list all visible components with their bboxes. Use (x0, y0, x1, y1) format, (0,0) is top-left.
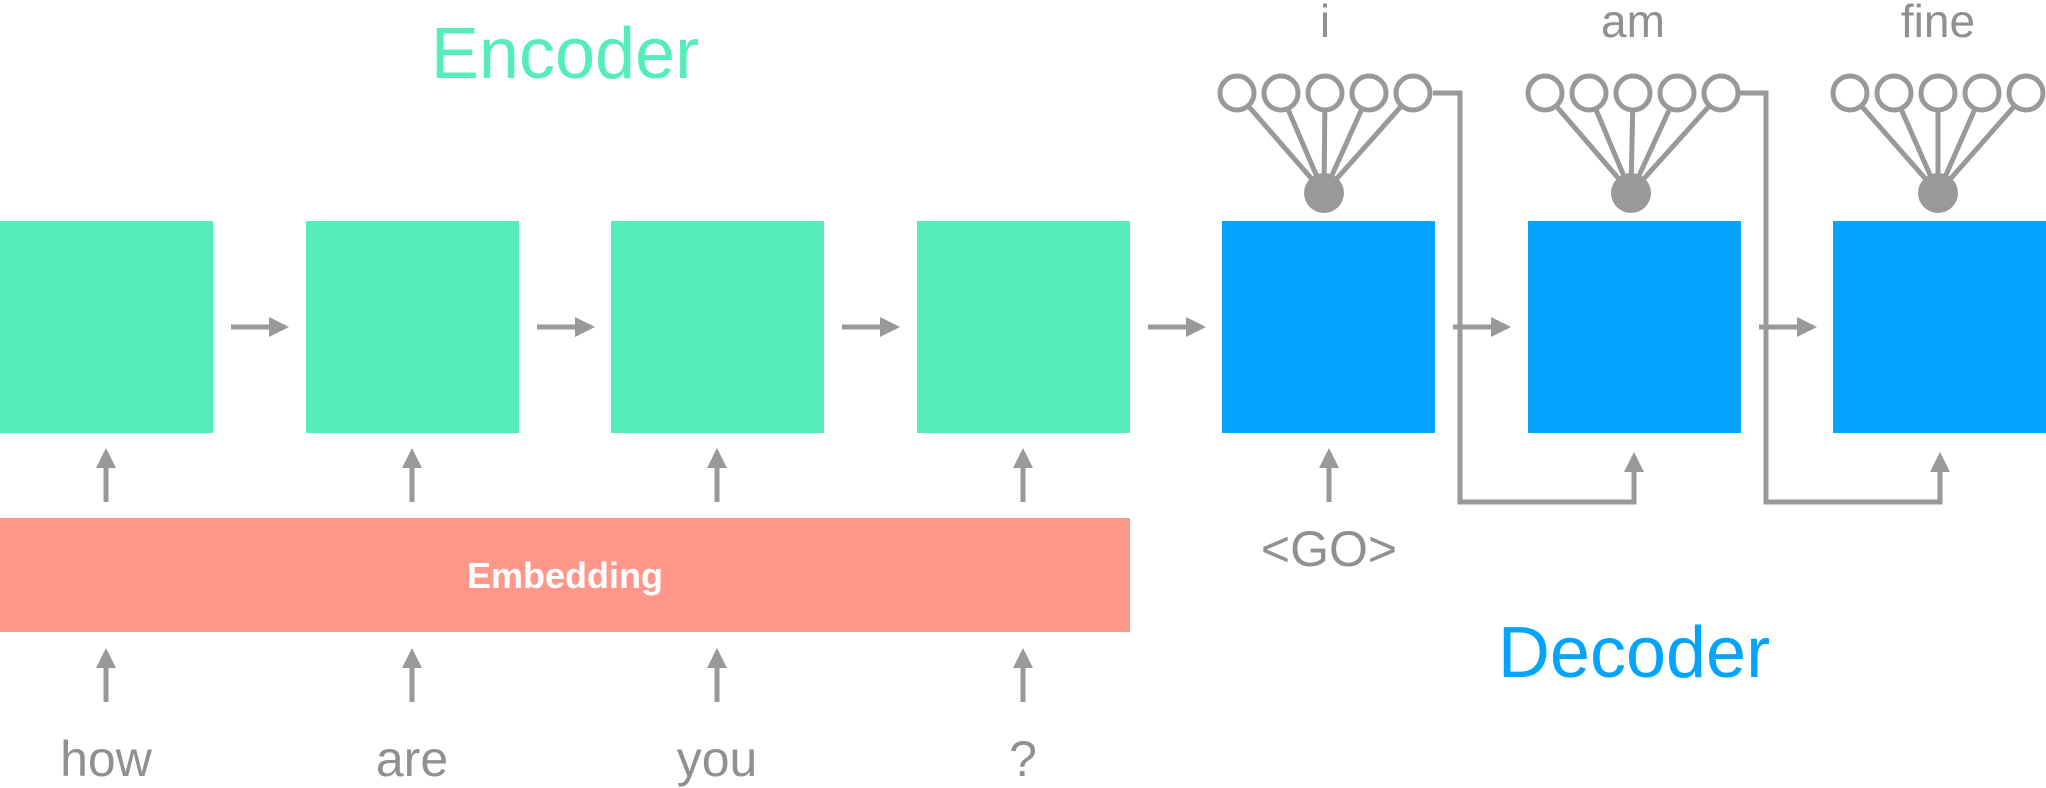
output-token-1: i (1320, 0, 1330, 47)
output-node (1349, 73, 1389, 113)
encoder-cell-2 (306, 221, 519, 433)
input-token-4: ? (1009, 731, 1037, 787)
output-node (1830, 73, 1870, 113)
decoder-cell-2 (1528, 221, 1741, 433)
token-to-embedding-arrows (96, 648, 1033, 702)
output-node (1217, 73, 1257, 113)
feedback-loops (1433, 90, 1950, 505)
output-node (1701, 73, 1741, 113)
embedding-label: Embedding (467, 555, 663, 596)
go-token: <GO> (1261, 521, 1397, 577)
output-node (1393, 73, 1433, 113)
decoder-title: Decoder (1498, 613, 1770, 693)
input-token-2: are (376, 731, 448, 787)
hidden-node (1611, 173, 1651, 213)
embedding-to-encoder-arrows (96, 448, 1033, 502)
output-token-2: am (1601, 0, 1665, 47)
encoder-cell-4 (917, 221, 1130, 433)
output-node (1261, 73, 1301, 113)
decoder-cell-1 (1222, 221, 1435, 433)
output-node (1525, 73, 1565, 113)
output-node (1962, 73, 2002, 113)
hidden-node (1918, 173, 1958, 213)
hidden-node (1304, 173, 1344, 213)
output-node (1918, 73, 1958, 113)
input-token-1: how (60, 731, 153, 787)
output-fan-3 (1830, 73, 2046, 213)
output-node (1569, 73, 1609, 113)
feedback-loop-2 (1739, 90, 1950, 505)
embedding-layer (0, 518, 1130, 632)
output-fan-2 (1525, 73, 1741, 213)
input-token-3: you (677, 731, 758, 787)
output-fan-1 (1217, 73, 1433, 213)
encoder-cell-3 (611, 221, 824, 433)
output-node (1874, 73, 1914, 113)
output-node (2006, 73, 2046, 113)
output-node (1305, 73, 1345, 113)
encoder-title: Encoder (431, 14, 699, 94)
feedback-loop-1 (1433, 90, 1644, 505)
encoder-cell-1 (0, 221, 213, 433)
output-node (1613, 73, 1653, 113)
output-token-3: fine (1901, 0, 1975, 47)
output-node (1657, 73, 1697, 113)
decoder-cell-3 (1833, 221, 2046, 433)
